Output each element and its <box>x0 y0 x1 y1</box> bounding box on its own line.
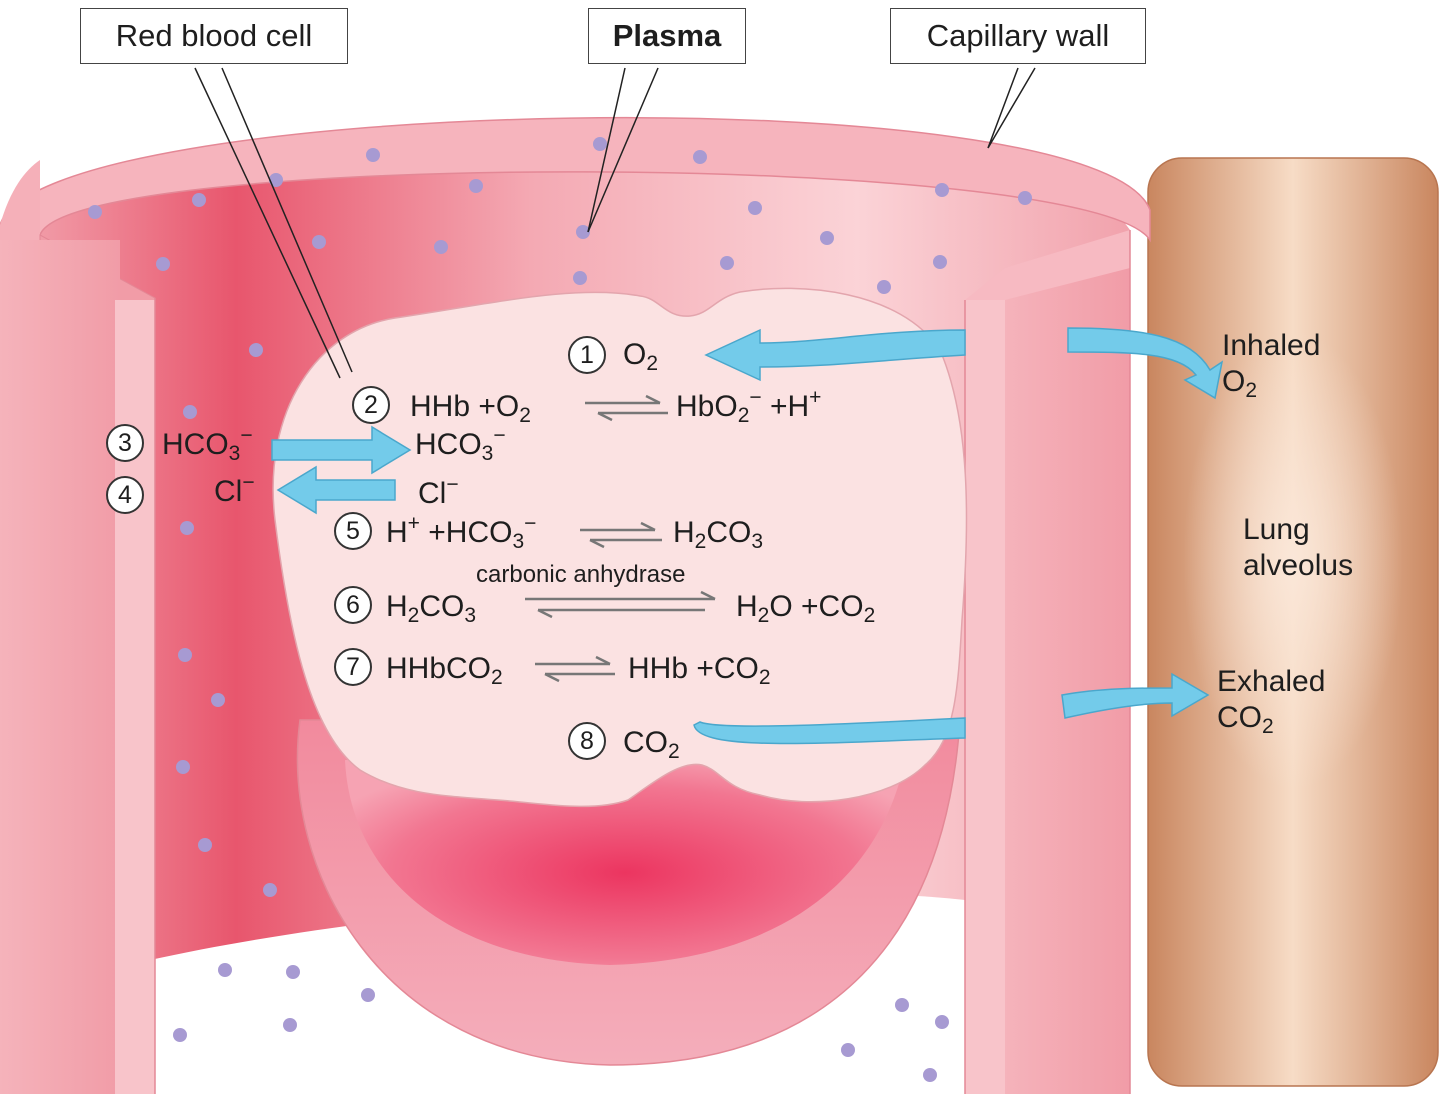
step-3-cell-bicarbonate: HCO3− <box>415 424 506 465</box>
transport-arrows <box>271 327 1224 745</box>
inhaled-o2-arrow <box>1067 327 1224 400</box>
step-2-products: HbO2− +H+ <box>676 386 822 427</box>
equilibrium-arrows <box>525 394 716 683</box>
exhaled-co2-label: Exhaled CO2 <box>1217 665 1326 738</box>
step-7-number: 7 <box>334 648 372 686</box>
step-3-number: 3 <box>106 424 144 462</box>
co2-exit-arrow <box>693 717 966 745</box>
step-6-reactants: H2CO3 <box>386 590 477 627</box>
callout-leader-lines <box>194 67 1036 379</box>
lung-alveolus-shape <box>1147 157 1439 1087</box>
red-blood-cell <box>272 287 968 1066</box>
step-2-reactants: HHb +O2 <box>410 390 531 427</box>
plasma-callout: Plasma <box>588 8 746 64</box>
step-6-enzyme-label: carbonic anhydrase <box>476 561 686 588</box>
hco3-out-arrow <box>271 425 412 475</box>
lung-alveolus-label: Lung alveolus <box>1243 513 1354 582</box>
capillary-wall-callout: Capillary wall <box>890 8 1146 64</box>
red-blood-cell-callout: Red blood cell <box>80 8 348 64</box>
exhaled-co2-arrow <box>1061 672 1210 719</box>
o2-entry-arrow <box>704 328 966 382</box>
step-7-products: HHb +CO2 <box>628 652 771 689</box>
step-4-number: 4 <box>106 476 144 514</box>
step-5-number: 5 <box>334 512 372 550</box>
inhaled-o2-label: Inhaled O2 <box>1222 329 1321 402</box>
step-4-plasma-chloride: Cl− <box>214 471 255 508</box>
step-8-co2: CO2 <box>623 726 680 763</box>
step-4-cell-chloride: Cl− <box>418 473 459 510</box>
step-6-products: H2O +CO2 <box>736 590 876 627</box>
step-1-number: 1 <box>568 336 606 374</box>
cl-in-arrow <box>276 465 396 515</box>
step-7-reactants: HHbCO2 <box>386 652 503 689</box>
step-2-number: 2 <box>352 386 390 424</box>
step-1-o2: O2 <box>623 338 659 375</box>
step-3-plasma-bicarbonate: HCO3− <box>162 424 253 465</box>
step-5-reactants: H+ +HCO3− <box>386 512 537 553</box>
step-6-number: 6 <box>334 586 372 624</box>
step-5-products: H2CO3 <box>673 516 764 553</box>
step-8-number: 8 <box>568 722 606 760</box>
plasma-particles <box>88 137 1032 1082</box>
